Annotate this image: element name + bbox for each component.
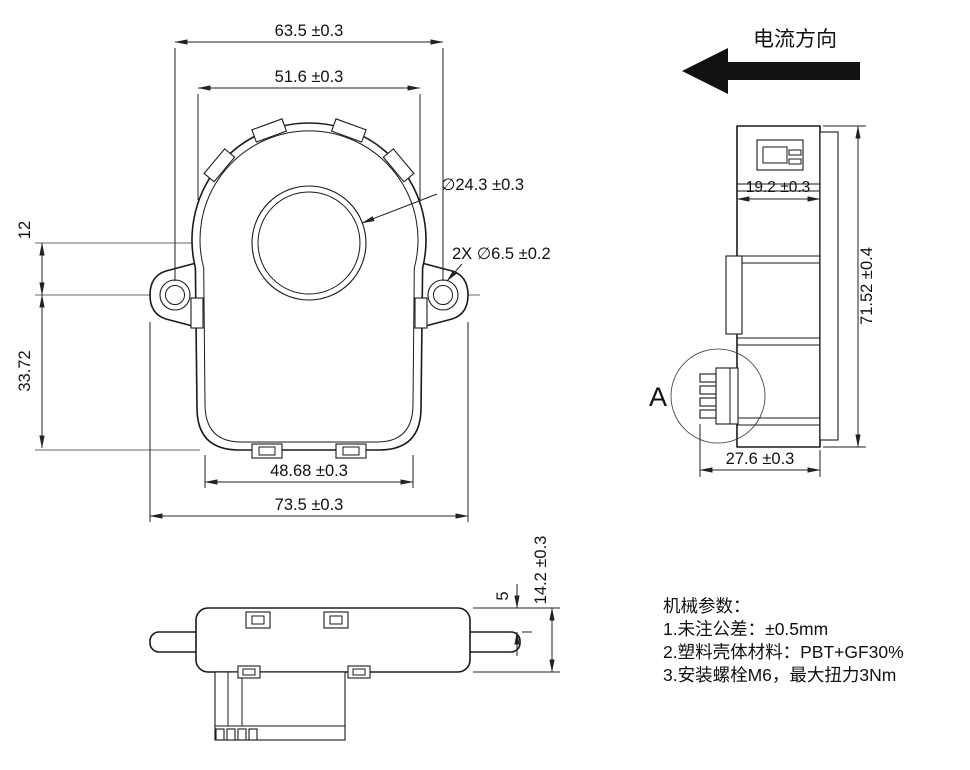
housing-seam xyxy=(199,130,419,443)
bottom-view: 5 14.2 ±0.3 xyxy=(149,536,560,741)
dim-bottom-height-text: 14.2 ±0.3 xyxy=(532,536,550,605)
dim-body-width-bottom-text: 48.68 ±0.3 xyxy=(270,462,348,480)
dim-hole-spacing: 63.5 ±0.3 xyxy=(174,22,444,281)
dim-body-width-top: 51.6 ±0.3 xyxy=(197,68,421,200)
dim-body-depth-text: 19.2 ±0.3 xyxy=(746,179,811,196)
note-item-2: 2.塑料壳体材料：PBT+GF30% xyxy=(663,642,904,662)
dim-overall-height: 71.52 ±0.4 xyxy=(823,125,876,448)
dim-mount-holes: 2X ∅6.5 ±0.2 xyxy=(446,245,551,282)
dim-body-width-bottom: 48.68 ±0.3 xyxy=(204,455,414,488)
bottom-tabs xyxy=(251,443,367,459)
dim-overall-height-text: 71.52 ±0.4 xyxy=(858,247,876,325)
dim-center-offset: 12 xyxy=(16,221,45,296)
side-clip-bump xyxy=(725,255,743,335)
mounting-holes xyxy=(159,279,459,311)
dim-body-depth: 19.2 ±0.3 xyxy=(736,179,821,202)
dim-center-offset-text: 12 xyxy=(16,221,34,239)
aperture-outer xyxy=(251,185,367,301)
dim-bottom-height: 14.2 ±0.3 xyxy=(473,536,560,673)
dim-overall-depth-text: 27.6 ±0.3 xyxy=(726,450,795,468)
bottom-connector xyxy=(214,671,346,741)
notes-block: 机械参数： 1.未注公差：±0.5mm 2.塑料壳体材料：PBT+GF30% 3… xyxy=(663,596,904,685)
dim-overall-width: 73.5 ±0.3 xyxy=(149,322,469,522)
front-view: 63.5 ±0.3 51.6 ±0.3 ∅24.3 ±0.3 2X ∅6.5 ±… xyxy=(16,22,551,522)
note-item-1: 1.未注公差：±0.5mm xyxy=(663,619,828,639)
dim-body-width-top-text: 51.6 ±0.3 xyxy=(275,68,344,86)
side-view: 电流方向 A xyxy=(649,28,876,477)
dim-overall-depth: 27.6 ±0.3 xyxy=(699,424,821,477)
aperture-inner xyxy=(257,191,361,295)
current-direction-label: 电流方向 xyxy=(753,28,837,51)
dim-flange-offset-text: 5 xyxy=(494,591,512,600)
dim-aperture-text: ∅24.3 ±0.3 xyxy=(441,176,524,194)
dim-mount-holes-text: 2X ∅6.5 ±0.2 xyxy=(452,245,551,263)
side-body-outline xyxy=(736,125,821,448)
top-clips xyxy=(203,118,415,183)
side-connector xyxy=(699,367,739,425)
side-top-terminal xyxy=(756,139,804,171)
bottom-body-tabs xyxy=(237,665,371,679)
note-item-3: 3.安装螺栓M6，最大扭力3Nm xyxy=(663,665,896,685)
detail-callout-circle xyxy=(670,348,766,444)
notes-heading: 机械参数： xyxy=(663,596,751,616)
side-seam-lines xyxy=(737,183,820,426)
dim-flange-offset: 5 xyxy=(473,584,560,656)
side-back-plate xyxy=(819,131,839,441)
side-clips xyxy=(190,297,428,329)
current-direction-arrow-icon xyxy=(682,48,860,94)
dim-aperture: ∅24.3 ±0.3 xyxy=(361,176,524,224)
detail-callout-label: A xyxy=(649,382,667,412)
dim-lower-height-text: 33.72 xyxy=(16,350,34,391)
dim-lower-height: 33.72 xyxy=(16,294,45,449)
dim-overall-width-text: 73.5 ±0.3 xyxy=(275,496,344,514)
dim-hole-spacing-text: 63.5 ±0.3 xyxy=(275,22,344,40)
bottom-top-clips xyxy=(245,611,349,629)
